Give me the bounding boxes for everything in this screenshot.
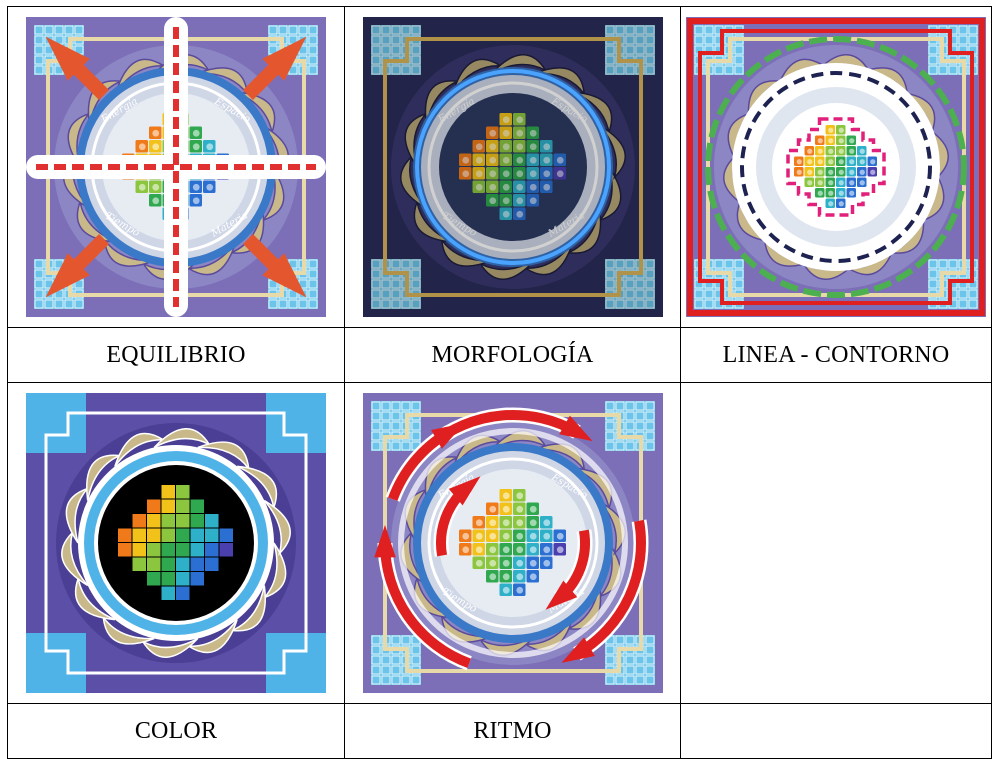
label-empty xyxy=(681,704,992,759)
label-color: COLOR xyxy=(8,704,345,759)
label-morfologia: MORFOLOGÍA xyxy=(345,328,681,383)
cell-empty-image xyxy=(681,383,992,704)
label-linea-contorno: LINEA - CONTORNO xyxy=(681,328,992,383)
label-ritmo: RITMO xyxy=(345,704,681,759)
mandala-color-image xyxy=(8,393,344,693)
cell-color-image xyxy=(8,383,345,704)
label-equilibrio: EQUILIBRIO xyxy=(8,328,345,383)
